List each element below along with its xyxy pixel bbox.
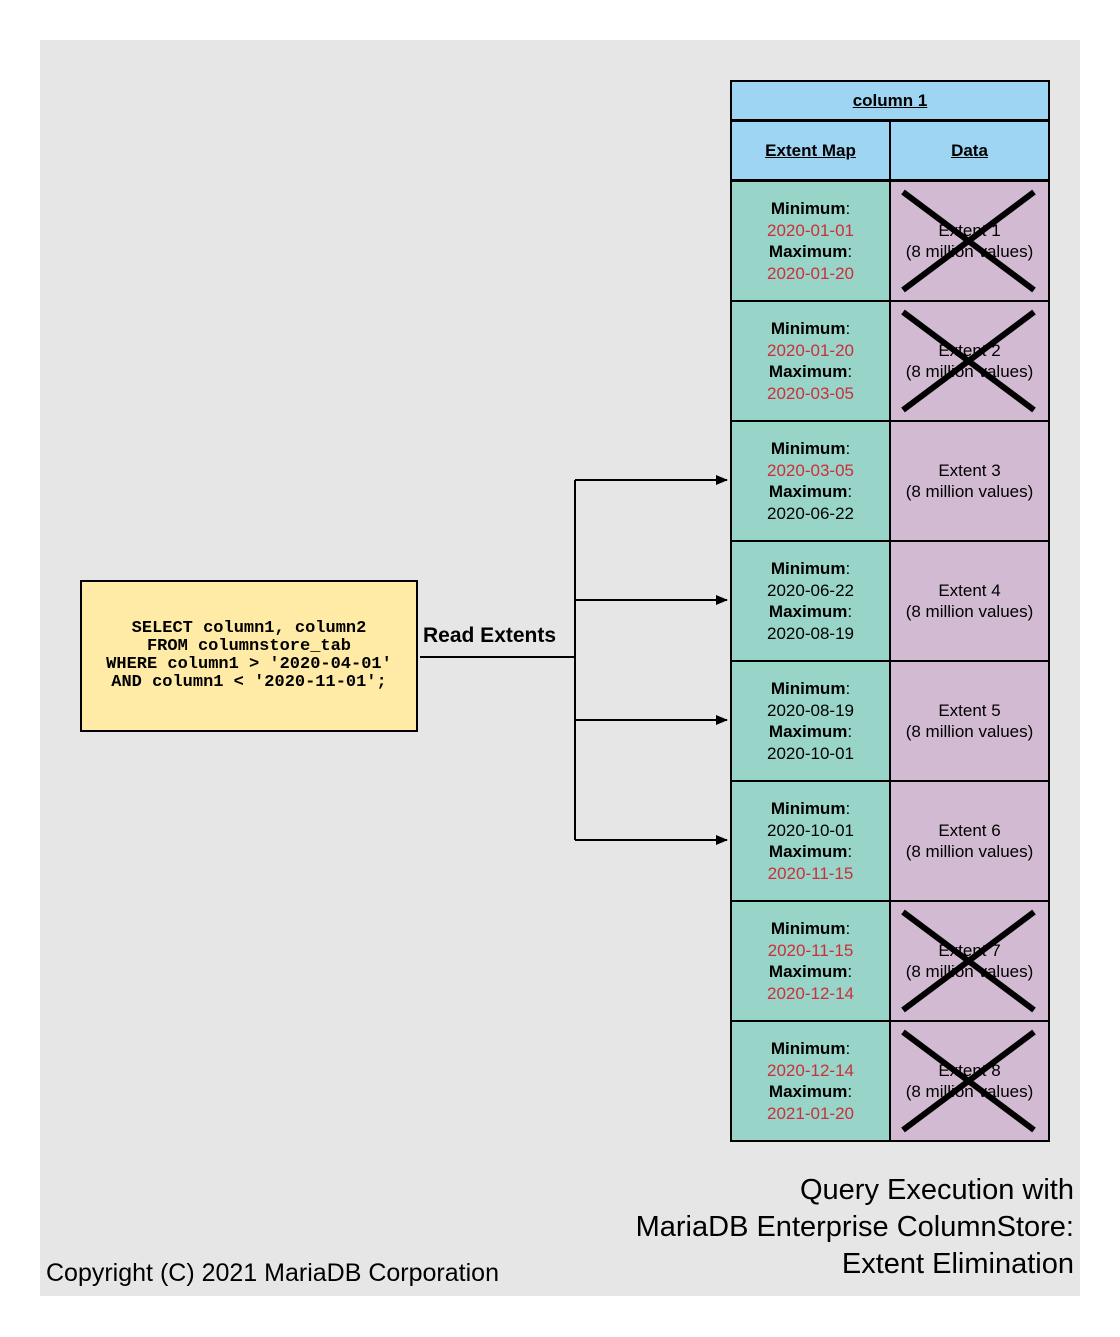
minimum-label: Minimum: [770, 199, 846, 218]
minimum-value: 2020-12-14: [767, 1060, 854, 1080]
minimum-label-line: Minimum:: [770, 679, 851, 698]
extent-name: Extent 3: [938, 460, 1001, 480]
maximum-label-line: Maximum:: [768, 602, 853, 621]
maximum-label-line: Maximum:: [768, 842, 853, 861]
maximum-label: Maximum: [768, 242, 848, 261]
diagram-title: Query Execution with MariaDB Enterprise …: [636, 1172, 1074, 1283]
maximum-label: Maximum: [768, 602, 848, 621]
maximum-value: 2020-08-19: [767, 623, 854, 643]
extent-value-count: (8 million values): [905, 962, 1034, 981]
minimum-value: 2020-06-22: [767, 580, 854, 600]
copyright-notice: Copyright (C) 2021 MariaDB Corporation: [46, 1259, 499, 1287]
maximum-value: 2020-06-22: [767, 503, 854, 523]
minimum-label: Minimum: [770, 919, 846, 938]
minimum-label-line: Minimum:: [770, 319, 851, 338]
sql-query-box: SELECT column1, column2 FROM columnstore…: [80, 580, 418, 732]
extent-data-cell: Extent 8 (8 million values): [889, 1020, 1050, 1142]
minimum-label: Minimum: [770, 1039, 846, 1058]
extent-name: Extent 6: [938, 820, 1001, 840]
minimum-value: 2020-01-20: [767, 340, 854, 360]
maximum-label: Maximum: [768, 362, 848, 381]
minimum-label-line: Minimum:: [770, 919, 851, 938]
minimum-value: 2020-01-01: [767, 220, 854, 240]
extent-value-count: (8 million values): [905, 242, 1034, 261]
maximum-label: Maximum: [768, 482, 848, 501]
minimum-label: Minimum: [770, 319, 846, 338]
extent-name: Extent 5: [938, 700, 1001, 720]
maximum-label-line: Maximum:: [768, 242, 853, 261]
minimum-label: Minimum: [770, 559, 846, 578]
extent-data-cell: Extent 2 (8 million values): [889, 300, 1050, 422]
query-line: FROM columnstore_tab: [146, 637, 352, 656]
maximum-value: 2021-01-20: [767, 1103, 854, 1123]
minimum-value: 2020-08-19: [767, 700, 854, 720]
extent-name: Extent 7: [938, 940, 1001, 960]
data-header: Data: [889, 120, 1050, 181]
extent-data-cell: Extent 6 (8 million values): [889, 780, 1050, 902]
minimum-label-line: Minimum:: [770, 199, 851, 218]
extent-value-count: (8 million values): [905, 1082, 1034, 1101]
minimum-label: Minimum: [770, 799, 846, 818]
column-title-header: column 1: [730, 80, 1050, 121]
maximum-value: 2020-01-20: [767, 263, 854, 283]
minimum-label-line: Minimum:: [770, 559, 851, 578]
maximum-label-line: Maximum:: [768, 1082, 853, 1101]
extent-value-count: (8 million values): [905, 362, 1034, 381]
maximum-value: 2020-03-05: [767, 383, 854, 403]
minimum-label-line: Minimum:: [770, 1039, 851, 1058]
maximum-value: 2020-11-15: [767, 863, 854, 883]
maximum-label: Maximum: [768, 962, 848, 981]
maximum-label: Maximum: [768, 1082, 848, 1101]
extent-data-cell: Extent 3 (8 million values): [889, 420, 1050, 542]
maximum-label: Maximum: [768, 722, 848, 741]
extent-name: Extent 1: [938, 220, 1001, 240]
query-line: WHERE column1 > '2020-04-01': [106, 655, 392, 674]
extent-map-header: Extent Map: [730, 120, 891, 181]
maximum-label-line: Maximum:: [768, 962, 853, 981]
extent-data-cell: Extent 7 (8 million values): [889, 900, 1050, 1022]
maximum-label-line: Maximum:: [768, 722, 853, 741]
minimum-label-line: Minimum:: [770, 799, 851, 818]
extent-data-cell: Extent 5 (8 million values): [889, 660, 1050, 782]
extent-name: Extent 2: [938, 340, 1001, 360]
extent-value-count: (8 million values): [905, 842, 1034, 861]
read-extents-label: Read Extents: [423, 624, 557, 647]
minimum-value: 2020-03-05: [767, 460, 854, 480]
minimum-value: 2020-10-01: [767, 820, 854, 840]
query-line: AND column1 < '2020-11-01';: [111, 673, 387, 692]
maximum-value: 2020-10-01: [767, 743, 854, 763]
extent-value-count: (8 million values): [905, 722, 1034, 741]
title-line: Query Execution with: [799, 1174, 1074, 1206]
minimum-label: Minimum: [770, 679, 846, 698]
extent-name: Extent 8: [938, 1060, 1001, 1080]
title-line: Extent Elimination: [841, 1248, 1074, 1280]
query-line: SELECT column1, column2: [131, 619, 367, 638]
maximum-label: Maximum: [768, 842, 848, 861]
minimum-label: Minimum: [770, 439, 846, 458]
extent-value-count: (8 million values): [905, 482, 1034, 501]
title-line: MariaDB Enterprise ColumnStore:: [635, 1211, 1074, 1243]
extent-value-count: (8 million values): [905, 602, 1034, 621]
maximum-label-line: Maximum:: [768, 362, 853, 381]
maximum-value: 2020-12-14: [767, 983, 854, 1003]
minimum-label-line: Minimum:: [770, 439, 851, 458]
minimum-value: 2020-11-15: [767, 940, 854, 960]
extent-data-cell: Extent 4 (8 million values): [889, 540, 1050, 662]
extent-name: Extent 4: [938, 580, 1001, 600]
maximum-label-line: Maximum:: [768, 482, 853, 501]
extent-data-cell: Extent 1 (8 million values): [889, 180, 1050, 302]
